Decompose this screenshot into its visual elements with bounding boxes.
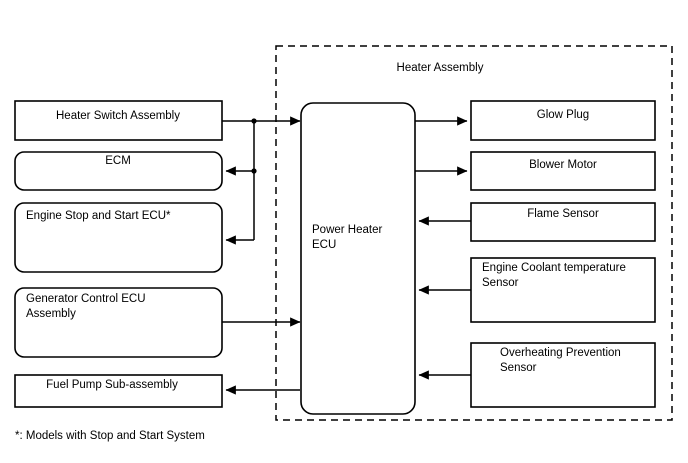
node-engine-coolant-temperature-sensor[interactable]: Engine Coolant temperature Sensor	[470, 257, 656, 323]
node-ecm-shape[interactable]	[14, 151, 223, 191]
node-power-heater-ecu-shape[interactable]	[300, 102, 416, 415]
heater-assembly-group-label: Heater Assembly	[397, 62, 484, 74]
node-glow-plug-shape[interactable]	[470, 100, 656, 141]
node-fuel-pump-sub-assembly-label: Fuel Pump Sub-assembly	[46, 379, 178, 391]
node-overheating-prevention-sensor[interactable]: Overheating Prevention Sensor	[470, 342, 656, 408]
node-power-heater-ecu-label-line1: Power Heater	[312, 224, 382, 236]
node-ecm[interactable]: ECM	[14, 151, 223, 191]
node-generator-control-ecu-assembly[interactable]: Generator Control ECU Assembly	[14, 287, 223, 358]
node-blower-motor[interactable]: Blower Motor	[470, 151, 656, 191]
footnote-text: *: Models with Stop and Start System	[15, 430, 205, 442]
node-fuel-pump-sub-assembly[interactable]: Fuel Pump Sub-assembly	[14, 374, 223, 408]
node-engine-coolant-temperature-sensor-label-line2: Sensor	[482, 277, 519, 289]
node-power-heater-ecu-label-line2: ECU	[312, 239, 336, 251]
node-heater-switch-assembly[interactable]: Heater Switch Assembly	[14, 100, 223, 141]
junction-dot-ecm	[251, 168, 257, 174]
node-engine-stop-start-ecu[interactable]: Engine Stop and Start ECU*	[14, 202, 223, 273]
node-ecm-label: ECM	[105, 155, 131, 167]
node-engine-coolant-temperature-sensor-shape[interactable]	[470, 257, 656, 323]
node-engine-coolant-temperature-sensor-label-line1: Engine Coolant temperature	[482, 262, 626, 274]
node-overheating-prevention-sensor-label-line2: Sensor	[500, 362, 537, 374]
node-generator-control-ecu-assembly-label-line1: Generator Control ECU	[26, 293, 146, 305]
node-heater-switch-assembly-label: Heater Switch Assembly	[56, 110, 180, 122]
node-flame-sensor[interactable]: Flame Sensor	[470, 202, 656, 242]
node-power-heater-ecu[interactable]: Power Heater ECU	[300, 102, 416, 415]
node-blower-motor-shape[interactable]	[470, 151, 656, 191]
node-flame-sensor-shape[interactable]	[470, 202, 656, 242]
node-flame-sensor-label: Flame Sensor	[527, 208, 599, 220]
node-generator-control-ecu-assembly-label-line2: Assembly	[26, 308, 76, 320]
node-overheating-prevention-sensor-label-line1: Overheating Prevention	[500, 347, 621, 359]
node-engine-stop-start-ecu-label: Engine Stop and Start ECU*	[26, 210, 171, 222]
node-heater-switch-assembly-shape[interactable]	[14, 100, 223, 141]
heater-assembly-group-border	[275, 45, 673, 421]
node-glow-plug[interactable]: Glow Plug	[470, 100, 656, 141]
connection-lines	[222, 116, 471, 395]
node-overheating-prevention-sensor-shape[interactable]	[470, 342, 656, 408]
node-fuel-pump-sub-assembly-shape[interactable]	[14, 374, 223, 408]
node-generator-control-ecu-assembly-shape[interactable]	[14, 287, 223, 358]
node-glow-plug-label: Glow Plug	[537, 109, 589, 121]
junction-dot-heater-switch	[251, 118, 257, 124]
node-blower-motor-label: Blower Motor	[529, 159, 597, 171]
node-engine-stop-start-ecu-shape[interactable]	[14, 202, 223, 273]
